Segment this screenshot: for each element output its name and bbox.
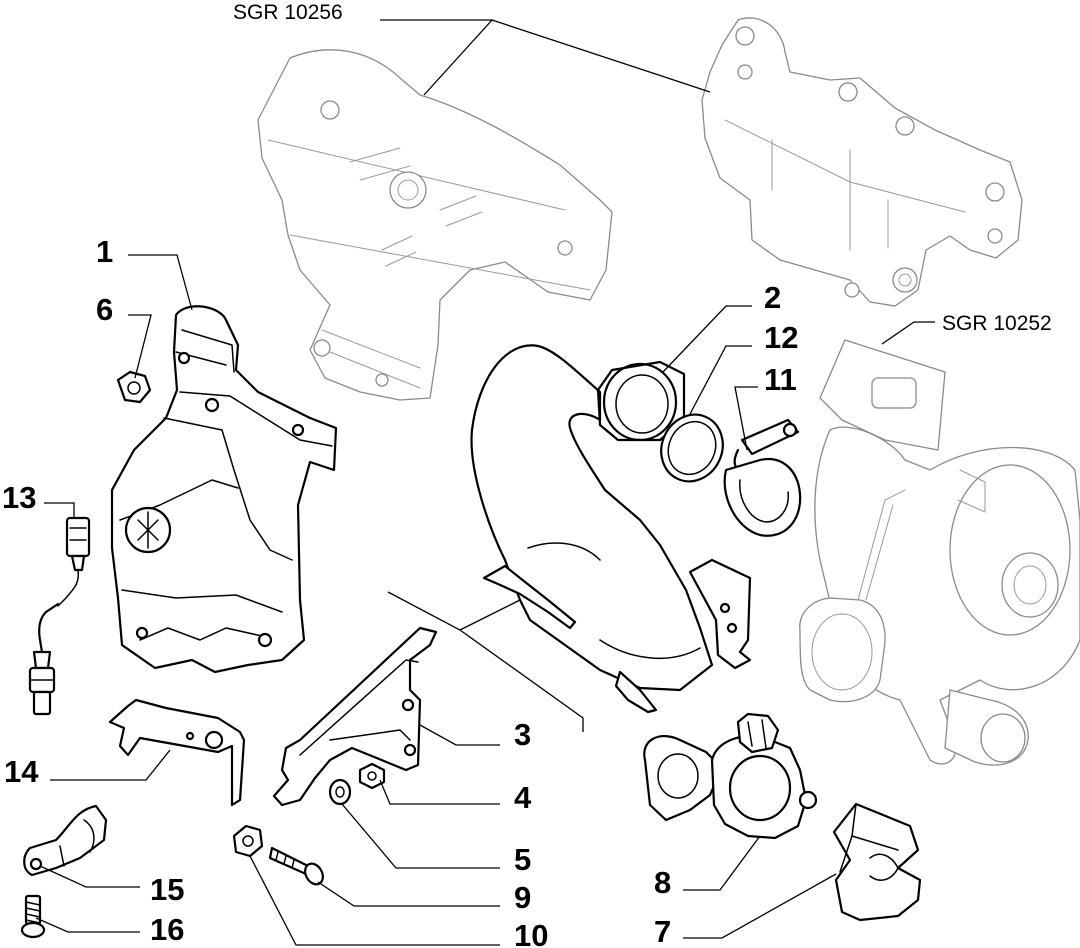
leader-8: [683, 835, 761, 891]
callout-5: 5: [514, 842, 531, 877]
callout-3: 3: [514, 717, 531, 752]
callout-4: 4: [514, 780, 532, 815]
callout-12: 12: [764, 320, 798, 355]
callout-7: 7: [654, 914, 671, 948]
nut-part-4: [358, 762, 386, 790]
leader-9: [317, 881, 500, 907]
leader-2: [662, 305, 752, 373]
callout-13: 13: [2, 480, 36, 515]
callout-6: 6: [96, 292, 113, 327]
leader-3: [419, 724, 500, 746]
bolt-part-16: [20, 894, 46, 939]
ref-sgr-10256: SGR 10256: [233, 1, 343, 24]
ref-sgr-10252: SGR 10252: [942, 312, 1052, 335]
leader-6: [128, 314, 152, 379]
callout-16: 16: [150, 912, 184, 947]
leader-assembly: [387, 591, 584, 732]
leader-14: [50, 749, 171, 781]
leader-7: [683, 873, 837, 939]
callout-9: 9: [514, 880, 531, 915]
leader-15: [39, 865, 140, 888]
washer-part-5: [328, 778, 352, 806]
leader-1: [128, 254, 193, 311]
catalytic-converter-part-2: [470, 344, 752, 714]
leader-5: [341, 803, 500, 869]
bolt-part-9: [268, 846, 324, 886]
callout-11: 11: [764, 362, 797, 397]
turbocharger-ghost: [799, 339, 1080, 766]
callout-8: 8: [654, 865, 671, 900]
callout-1: 1: [96, 234, 113, 269]
bracket-part-14: [108, 698, 246, 807]
nut-part-10: [232, 824, 264, 858]
leader-assembly-b: [459, 599, 521, 631]
support-bracket-part-3: [272, 626, 438, 807]
exhaust-manifold-side-ghost: [701, 17, 1023, 307]
nut-part-6: [116, 370, 152, 404]
callout-14: 14: [4, 754, 39, 789]
leader-10: [249, 855, 500, 946]
oxygen-sensor-part-13: [28, 516, 91, 716]
band-clamp-part-11: [723, 418, 802, 537]
heat-shield-part-1: [110, 305, 338, 674]
leader-13: [44, 502, 75, 518]
leader-sgr-10256-b: [491, 19, 711, 93]
leader-11: [734, 386, 758, 451]
exhaust-manifold-front-ghost: [257, 49, 613, 401]
leader-12: [689, 345, 752, 415]
callout-2: 2: [764, 280, 781, 315]
gasket-ring-part-12: [660, 413, 724, 483]
leader-4: [379, 779, 500, 805]
leader-lines: [35, 19, 935, 946]
rubber-block-part-7: [832, 802, 922, 922]
double-clamp-part-8: [643, 712, 818, 840]
leader-sgr-10252: [881, 321, 935, 345]
callout-10: 10: [514, 918, 548, 948]
clamp-clip-part-15: [23, 804, 108, 877]
callout-15: 15: [150, 872, 184, 907]
leader-16: [35, 917, 140, 933]
